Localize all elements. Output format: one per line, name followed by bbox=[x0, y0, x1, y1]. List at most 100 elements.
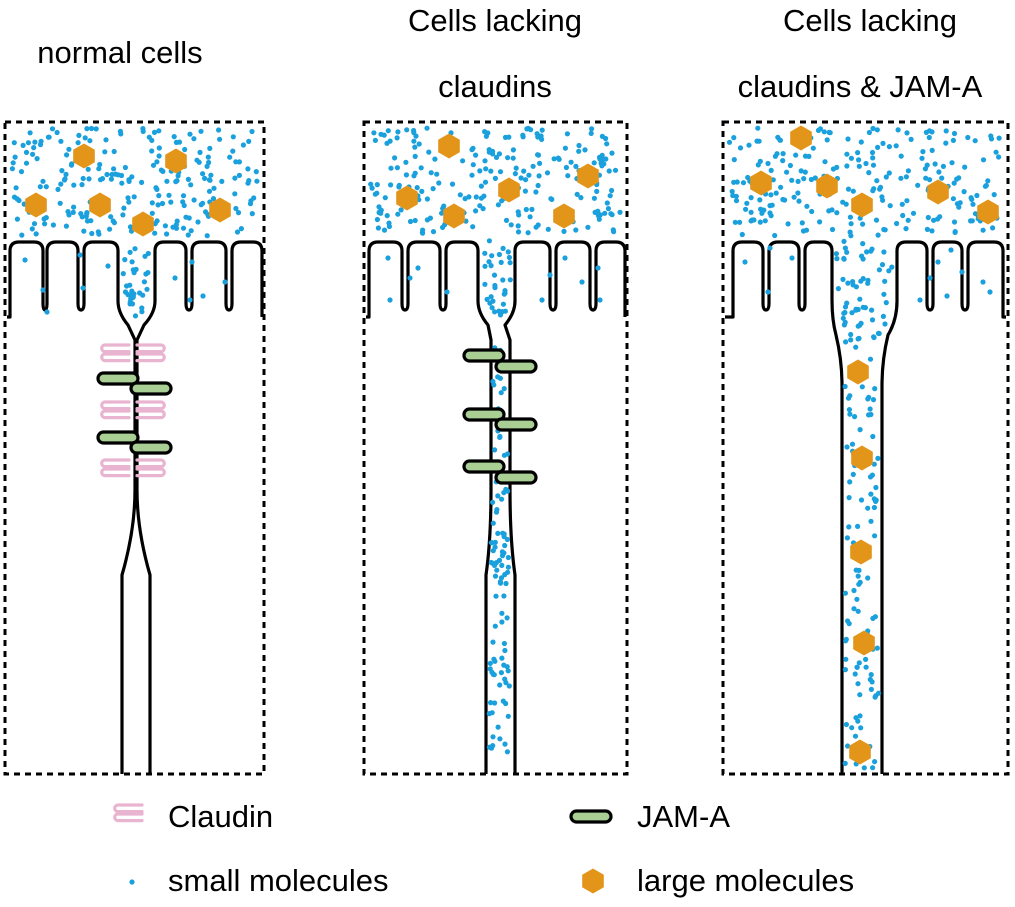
small-molecule bbox=[849, 441, 856, 447]
small-molecule bbox=[871, 461, 877, 467]
small-molecule bbox=[609, 150, 615, 156]
small-molecule bbox=[253, 169, 259, 175]
small-molecule bbox=[490, 734, 496, 740]
small-molecule bbox=[154, 159, 160, 165]
small-molecule bbox=[523, 177, 529, 183]
small-molecule bbox=[868, 672, 874, 678]
small-molecule bbox=[855, 150, 861, 156]
small-molecule bbox=[612, 167, 619, 173]
small-molecule bbox=[889, 264, 895, 270]
large-molecule bbox=[847, 359, 869, 385]
jama-protein bbox=[96, 371, 140, 386]
small-molecule bbox=[63, 223, 69, 229]
small-molecule bbox=[861, 765, 867, 771]
small-molecule bbox=[139, 305, 145, 311]
small-molecule bbox=[980, 279, 986, 285]
small-molecule bbox=[186, 215, 192, 221]
small-molecule bbox=[482, 179, 489, 185]
small-molecule bbox=[426, 149, 432, 155]
small-molecule bbox=[573, 163, 579, 169]
small-molecule bbox=[952, 229, 958, 235]
small-molecule bbox=[887, 203, 893, 209]
claudin-strand bbox=[113, 803, 144, 814]
cell-membrane-left bbox=[725, 240, 844, 774]
small-molecule bbox=[40, 178, 46, 184]
small-molecule bbox=[551, 156, 557, 162]
small-molecule bbox=[757, 219, 763, 225]
small-molecule bbox=[372, 191, 378, 197]
small-molecule bbox=[204, 233, 210, 239]
small-molecule bbox=[785, 221, 791, 227]
small-molecule bbox=[845, 280, 851, 286]
small-molecule bbox=[842, 667, 849, 673]
small-molecule bbox=[84, 126, 90, 132]
small-molecule bbox=[510, 155, 516, 161]
small-molecule bbox=[131, 194, 137, 200]
small-molecule bbox=[191, 197, 197, 203]
small-molecule bbox=[939, 175, 945, 181]
small-molecule bbox=[502, 572, 508, 578]
small-molecule bbox=[492, 573, 499, 579]
small-molecule bbox=[374, 182, 380, 188]
small-molecule bbox=[384, 213, 390, 219]
small-molecule bbox=[403, 159, 409, 165]
small-molecule bbox=[490, 639, 496, 645]
small-molecules bbox=[368, 125, 623, 755]
small-molecule bbox=[82, 135, 88, 141]
claudin-strand bbox=[113, 812, 144, 823]
small-molecule bbox=[477, 168, 483, 174]
small-molecule bbox=[871, 186, 877, 192]
small-molecule bbox=[500, 277, 506, 283]
small-molecule bbox=[844, 151, 850, 157]
small-molecule bbox=[872, 759, 878, 765]
small-molecule bbox=[915, 182, 921, 188]
small-molecule bbox=[499, 619, 505, 625]
small-molecule bbox=[844, 163, 850, 169]
small-molecule bbox=[504, 664, 510, 670]
small-molecule bbox=[804, 203, 810, 209]
small-molecule bbox=[972, 138, 978, 144]
small-molecule bbox=[905, 168, 912, 174]
small-molecule bbox=[563, 164, 570, 171]
small-molecule bbox=[893, 143, 899, 149]
small-molecule bbox=[504, 536, 510, 543]
large-molecule bbox=[790, 125, 812, 151]
panel-normal bbox=[3, 120, 266, 776]
small-molecule bbox=[927, 177, 933, 183]
small-molecule bbox=[591, 160, 597, 166]
small-molecule bbox=[870, 433, 876, 440]
small-molecule bbox=[604, 200, 610, 206]
small-molecule bbox=[121, 205, 127, 211]
small-molecule bbox=[868, 686, 875, 693]
small-molecule bbox=[956, 204, 962, 210]
small-molecule bbox=[506, 254, 512, 261]
small-molecule bbox=[886, 144, 893, 150]
small-molecule bbox=[996, 154, 1002, 160]
small-molecule bbox=[949, 160, 955, 166]
small-molecule bbox=[498, 390, 504, 396]
small-molecule bbox=[844, 444, 850, 450]
small-molecule bbox=[227, 154, 233, 160]
small-molecule bbox=[202, 175, 208, 181]
small-molecule bbox=[154, 186, 160, 192]
small-molecule bbox=[492, 623, 498, 629]
small-molecule bbox=[617, 209, 623, 215]
small-molecule bbox=[151, 129, 158, 135]
small-molecule bbox=[496, 251, 502, 258]
small-molecule bbox=[798, 168, 804, 174]
small-molecule bbox=[870, 765, 876, 771]
small-molecule bbox=[898, 175, 904, 181]
small-molecule bbox=[855, 718, 861, 724]
small-molecule bbox=[392, 155, 398, 161]
small-molecule bbox=[802, 153, 809, 159]
claudin-strand bbox=[100, 409, 131, 420]
small-molecule bbox=[780, 158, 786, 164]
panel-no-claudins bbox=[362, 120, 629, 776]
small-molecule bbox=[129, 301, 136, 307]
small-molecule bbox=[522, 188, 529, 194]
small-molecule bbox=[240, 142, 246, 148]
small-molecule bbox=[974, 192, 980, 199]
small-molecule bbox=[962, 164, 968, 170]
small-molecule bbox=[413, 133, 419, 139]
small-molecule bbox=[870, 125, 876, 132]
